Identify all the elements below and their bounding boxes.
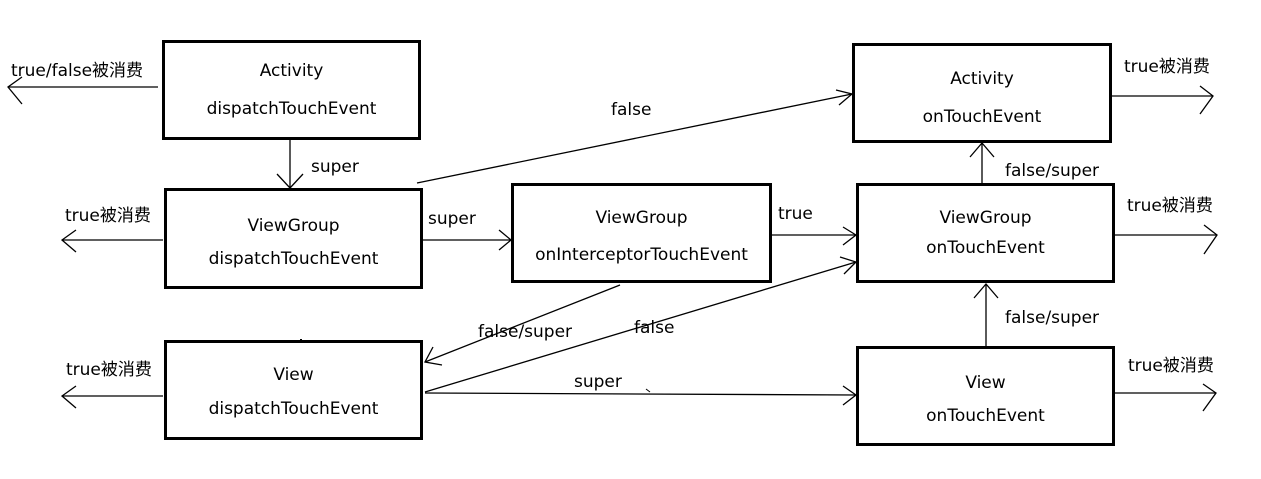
edge-label: false/super — [1005, 161, 1100, 181]
edge-label: false/super — [478, 322, 573, 342]
node-title: ViewGroup — [595, 208, 688, 228]
edge-label: true被消费 — [1124, 57, 1210, 77]
node-title: View — [965, 373, 1006, 393]
node-title: Activity — [950, 69, 1014, 89]
arrow-view-to-view-ontouch — [424, 385, 858, 406]
node-title: ViewGroup — [247, 216, 340, 236]
node-method: dispatchTouchEvent — [208, 249, 379, 269]
activity-ontouch-box: Activity onTouchEvent — [852, 43, 1112, 143]
activity-dispatch-box: Activity dispatchTouchEvent — [162, 40, 421, 140]
edge-label: true被消费 — [65, 206, 151, 226]
arrow-viewgroup-ontouch-to-activity-ontouch — [969, 142, 995, 183]
arrow-view-ontouch-to-viewgroup-ontouch — [973, 283, 999, 346]
viewgroup-dispatch-box: ViewGroup dispatchTouchEvent — [164, 188, 423, 289]
node-title: View — [273, 365, 314, 385]
arrow-view-ontouch-consumed — [1115, 383, 1217, 412]
arrow-viewgroup-dispatch-consumed — [60, 229, 163, 253]
view-ontouch-box: View onTouchEvent — [856, 346, 1115, 446]
edge-label: true/false被消费 — [11, 61, 144, 81]
arrow-activity-to-viewgroup — [276, 140, 304, 189]
viewgroup-intercept-box: ViewGroup onInterceptorTouchEvent — [511, 183, 772, 283]
edge-label: false — [634, 318, 675, 338]
node-method: dispatchTouchEvent — [206, 99, 377, 119]
edge-label: true — [778, 204, 813, 224]
edge-label: true被消费 — [1127, 196, 1213, 216]
node-title: ViewGroup — [939, 208, 1032, 228]
arrow-view-dispatch-consumed — [60, 385, 163, 409]
edge-label: true被消费 — [66, 360, 152, 380]
node-method: onTouchEvent — [926, 406, 1045, 426]
arrow-viewgroup-to-intercept — [423, 229, 513, 251]
arrow-viewgroup-ontouch-consumed — [1115, 224, 1218, 255]
stray-mark — [645, 388, 651, 393]
arrow-intercept-to-viewgroup-ontouch — [772, 226, 858, 246]
arrow-intercept-to-view-dispatch — [424, 284, 621, 366]
edge-label: false/super — [1005, 308, 1100, 328]
node-title: Activity — [259, 61, 324, 81]
edge-label: super — [428, 209, 476, 229]
viewgroup-ontouch-box: ViewGroup onTouchEvent — [856, 183, 1115, 283]
arrow-activity-consumed — [7, 76, 158, 105]
node-method: onTouchEvent — [926, 238, 1045, 258]
edge-label: true被消费 — [1128, 356, 1214, 376]
view-dispatch-box: View dispatchTouchEvent — [164, 340, 423, 440]
arrow-activity-ontouch-consumed — [1112, 85, 1214, 115]
node-method: dispatchTouchEvent — [208, 399, 379, 419]
node-method: onTouchEvent — [922, 107, 1042, 127]
node-method: onInterceptorTouchEvent — [535, 245, 748, 265]
edge-label: super — [311, 157, 359, 177]
edge-label: false — [611, 100, 652, 120]
edge-label: super — [574, 372, 622, 392]
